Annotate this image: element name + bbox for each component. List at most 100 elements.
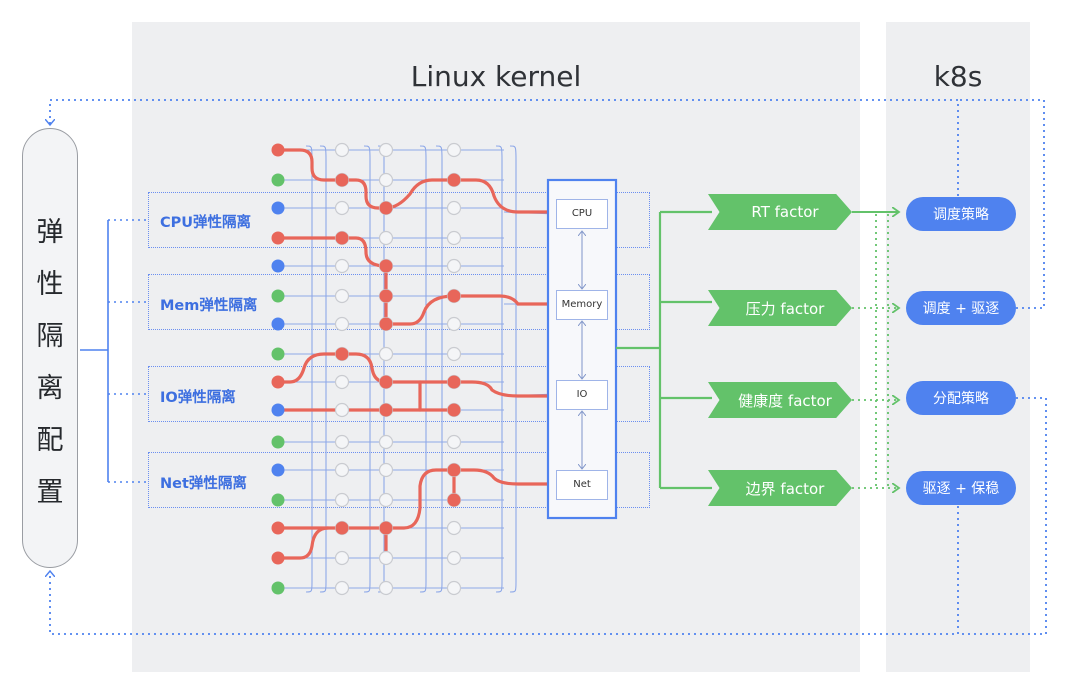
side-char: 隔 [36, 321, 64, 352]
active-node [447, 463, 461, 477]
source-node [271, 551, 285, 565]
factor-dotted-links [852, 214, 898, 488]
inactive-node [378, 346, 394, 362]
source-node [271, 317, 285, 331]
active-node [447, 289, 461, 303]
source-node [271, 403, 285, 417]
inactive-node [334, 402, 350, 418]
grid-column-line [435, 145, 443, 593]
side-char: 弹 [36, 217, 64, 248]
side-char: 置 [36, 477, 64, 508]
active-node [379, 289, 393, 303]
inactive-node [334, 258, 350, 274]
schedule-policy-pill: 调度策略 [906, 197, 1016, 231]
active-node [379, 521, 393, 535]
linux-kernel-title: Linux kernel [410, 60, 582, 93]
active-node [447, 493, 461, 507]
k8s-title: k8s [933, 60, 983, 93]
cpu-group-label: CPU弹性隔离 [160, 215, 252, 231]
net-group-box [148, 452, 650, 508]
grid-column-line [319, 145, 327, 593]
inactive-node [378, 550, 394, 566]
grid-column-line [419, 145, 427, 593]
source-node [271, 463, 285, 477]
active-node [335, 347, 349, 361]
active-node [379, 201, 393, 215]
active-node [335, 173, 349, 187]
boundary-factor: 边界 factor [708, 470, 852, 506]
red-path [276, 526, 330, 560]
inactive-node [446, 258, 462, 274]
inactive-node [446, 230, 462, 246]
active-node [335, 231, 349, 245]
inactive-node [378, 230, 394, 246]
rt-factor: RT factor [708, 194, 852, 230]
source-node [271, 347, 285, 361]
inactive-node [446, 316, 462, 332]
pressure-factor-label: 压力 factor [745, 299, 825, 318]
source-node [271, 493, 285, 507]
io-group-box [148, 366, 650, 422]
inactive-node [446, 520, 462, 536]
source-node [271, 435, 285, 449]
cpu-resource-box: CPU [556, 199, 608, 229]
inactive-node [446, 550, 462, 566]
grid-column-line [305, 145, 313, 593]
green-connectors [616, 210, 712, 490]
inactive-node [446, 200, 462, 216]
pressure-factor: 压力 factor [708, 290, 852, 326]
active-node [335, 521, 349, 535]
inactive-node [378, 142, 394, 158]
side-bar-connectors [80, 220, 109, 482]
side-char: 配 [36, 425, 64, 456]
health-factor-label: 健康度 factor [738, 391, 832, 410]
boundary-factor-label: 边界 factor [745, 479, 825, 498]
source-node [271, 375, 285, 389]
source-node [271, 231, 285, 245]
inactive-node [378, 434, 394, 450]
inactive-node [334, 492, 350, 508]
source-node [271, 521, 285, 535]
red-path [276, 352, 558, 398]
elastic-isolation-config-bar: 弹 性 隔 离 配 置 [22, 128, 78, 568]
source-node [271, 289, 285, 303]
inactive-node [334, 374, 350, 390]
linux-kernel-panel: Linux kernel [132, 22, 860, 672]
side-char: 性 [36, 269, 64, 300]
inactive-node [446, 346, 462, 362]
red-path [276, 468, 558, 530]
cpu-group-box [148, 192, 650, 248]
schedule-evict-pill: 调度 + 驱逐 [906, 291, 1016, 325]
inactive-node [334, 142, 350, 158]
inactive-node [334, 462, 350, 478]
active-node [379, 259, 393, 273]
allocation-policy-pill: 分配策略 [906, 381, 1016, 415]
feedback-loop-top [50, 99, 1045, 309]
side-bar-text: 弹 性 隔 离 配 置 [23, 207, 77, 519]
active-node [447, 403, 461, 417]
inactive-node [378, 172, 394, 188]
grid-column-line [495, 145, 503, 593]
io-resource-box: IO [556, 380, 608, 410]
inactive-node [334, 316, 350, 332]
net-group-label: Net弹性隔离 [160, 476, 247, 492]
memory-resource-box: Memory [556, 290, 608, 320]
nodes [271, 142, 462, 596]
grid-column-line [363, 145, 371, 593]
mem-group-label: Mem弹性隔离 [160, 298, 258, 314]
source-node [271, 143, 285, 157]
side-bar-dotted-links [108, 219, 150, 483]
net-resource-box: Net [556, 470, 608, 500]
active-node [379, 403, 393, 417]
source-node [271, 581, 285, 595]
k8s-panel: k8s [886, 22, 1030, 672]
inactive-node [446, 142, 462, 158]
health-factor: 健康度 factor [708, 382, 852, 418]
evict-stabilize-pill: 驱逐 + 保稳 [906, 471, 1016, 505]
inactive-node [446, 580, 462, 596]
active-node [447, 173, 461, 187]
io-group-label: IO弹性隔离 [160, 390, 236, 406]
side-char: 离 [36, 373, 64, 404]
active-node [447, 375, 461, 389]
grid-column-line [509, 145, 517, 593]
